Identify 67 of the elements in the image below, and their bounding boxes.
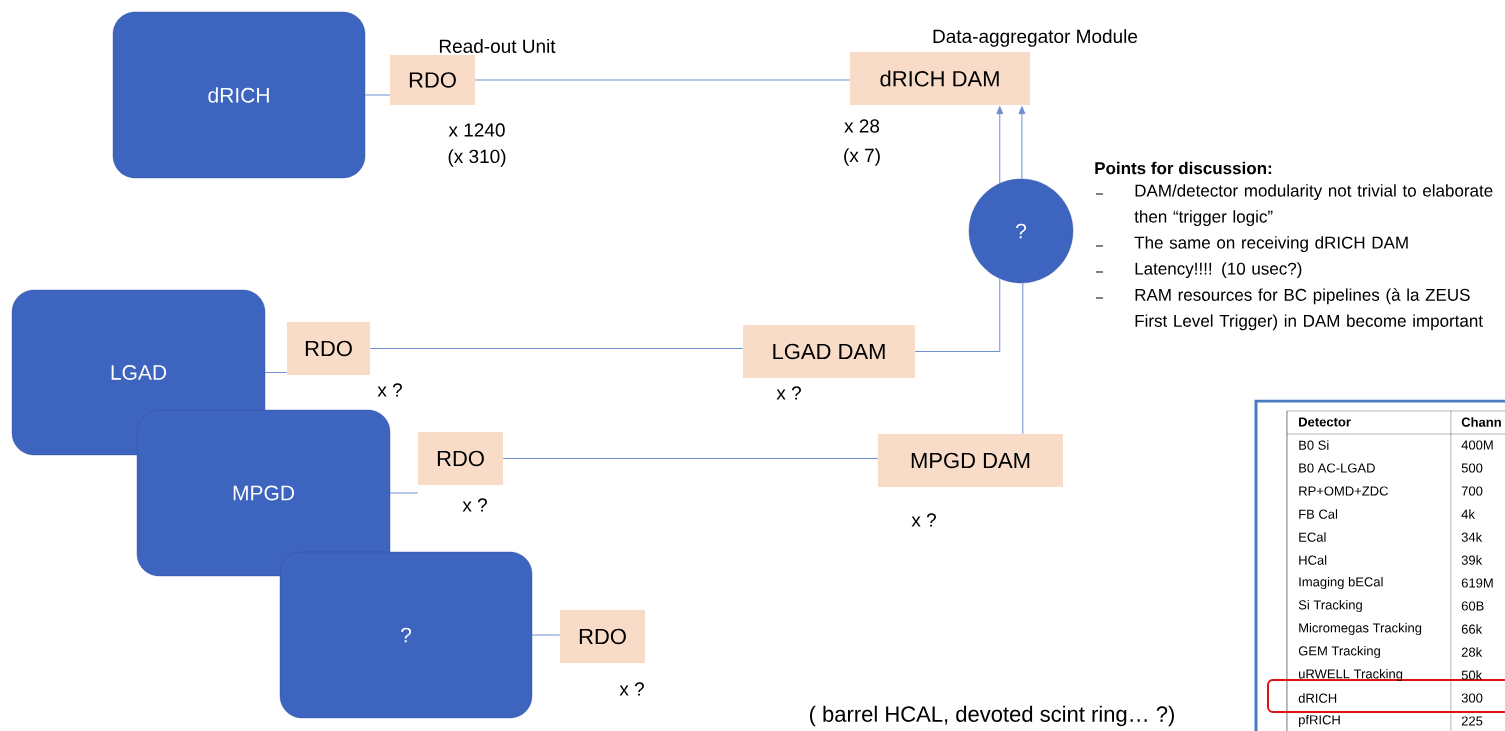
connector-line <box>502 458 879 459</box>
connector-line <box>996 106 1004 184</box>
table-cell: 39k <box>1461 555 1483 565</box>
list-item: The same on receiving dRICH DAM <box>1134 236 1408 253</box>
annotation-text: Read-out Unit <box>439 39 556 53</box>
table-cell: ECal <box>1299 532 1326 542</box>
heading-text: Points for discussion: <box>1095 161 1272 175</box>
table-cell: Micromegas Tracking <box>1299 622 1422 636</box>
table-cell: uRWELL Tracking <box>1299 668 1403 682</box>
annotation-text: x ? <box>377 383 402 397</box>
aggregator-box: MPGD DAM <box>878 434 1063 487</box>
connector-line <box>389 492 419 494</box>
list-item: DAM/detector modularity not trivial to elaborate then “trigger logic” <box>1134 184 1493 227</box>
circle-node: ? <box>968 178 1074 284</box>
detector-box: ? <box>279 551 533 719</box>
connector-line <box>474 79 851 81</box>
table-cell: Chann <box>1461 417 1501 427</box>
table-cell: 225 <box>1461 716 1483 726</box>
annotation-text: (x 310) <box>448 149 506 167</box>
table-cell: HCal <box>1299 555 1327 565</box>
annotation-text: x ? <box>911 513 936 527</box>
list-item: RAM resources for BC pipelines (à la ZEUS First Level Trigger) in DAM become important <box>1135 288 1483 331</box>
table-cell: 619M <box>1461 578 1493 588</box>
table-cell: B0 Si <box>1299 440 1329 450</box>
table-cell: Detector <box>1299 417 1351 427</box>
annotation-text: (x 7) <box>844 148 880 166</box>
detector-box: dRICH <box>112 11 366 179</box>
connector-line <box>364 94 391 96</box>
table-cell: B0 AC-LGAD <box>1299 463 1375 473</box>
table-cell: GEM Tracking <box>1298 645 1380 659</box>
list-item: Latency!!!! (10 usec?) <box>1135 262 1302 279</box>
table-cell: RP+OMD+ZDC <box>1299 486 1388 496</box>
connector-line <box>1022 282 1024 435</box>
table-cell: 4k <box>1461 509 1475 519</box>
readout-box: RDO <box>560 610 645 663</box>
aggregator-box: dRICH DAM <box>850 52 1030 105</box>
table-cell: 34k <box>1461 532 1483 542</box>
table-cell: 300 <box>1461 693 1483 703</box>
annotation-text: x 28 <box>844 119 880 133</box>
table-cell: pfRICH <box>1299 714 1340 728</box>
table-cell: Si Tracking <box>1298 599 1362 613</box>
table-cell: FB Cal <box>1299 509 1338 519</box>
table-cell: 700 <box>1461 486 1483 496</box>
table-cell: 50k <box>1461 670 1483 680</box>
readout-box: RDO <box>418 432 503 485</box>
table-cell: 66k <box>1461 624 1483 634</box>
note-text: ( barrel HCAL, devoted scint ring… ?) <box>809 705 1174 727</box>
annotation-text: x ? <box>776 386 801 400</box>
table-cell: 28k <box>1461 647 1483 657</box>
connector-line <box>914 278 1001 352</box>
table-cell: dRICH <box>1298 693 1337 703</box>
table-cell: Imaging bECal <box>1299 576 1383 590</box>
detector-box: MPGD <box>136 409 391 577</box>
connector-line <box>369 348 744 349</box>
readout-box: RDO <box>287 322 370 375</box>
connector-line <box>264 372 288 373</box>
readout-box: RDO <box>390 55 475 105</box>
connector-line <box>531 634 561 636</box>
table-cell: 400M <box>1461 440 1493 450</box>
annotation-text: x ? <box>619 682 644 696</box>
table-cell: 60B <box>1461 601 1484 611</box>
annotation-text: Data-aggregator Module <box>933 29 1138 47</box>
aggregator-box: LGAD DAM <box>743 325 915 378</box>
annotation-text: x 1240 <box>448 123 505 137</box>
connector-line <box>1018 106 1026 180</box>
annotation-text: x ? <box>462 498 487 512</box>
table-cell: 500 <box>1461 463 1483 473</box>
